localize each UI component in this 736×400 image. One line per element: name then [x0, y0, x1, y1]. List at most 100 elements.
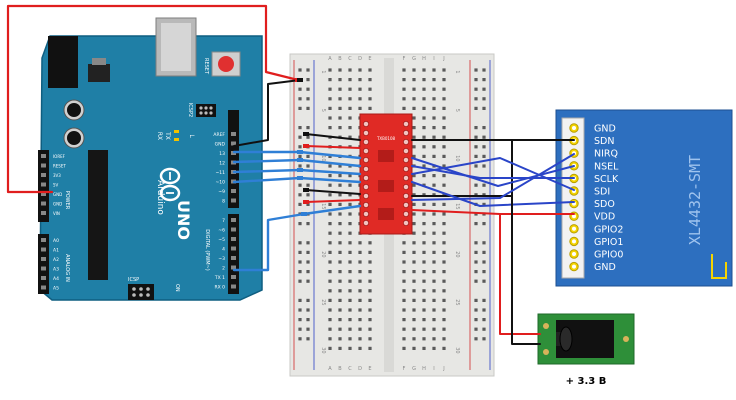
breadboard-hole	[422, 87, 426, 91]
breadboard-hole	[298, 154, 302, 158]
level-shifter-pin	[403, 139, 409, 145]
breadboard-hole	[348, 106, 352, 110]
rf-pin-label: GPIO0	[594, 250, 623, 261]
breadboard-hole	[422, 279, 426, 283]
breadboard-hole	[338, 68, 342, 72]
breadboard-hole	[482, 270, 486, 274]
breadboard-hole	[306, 250, 310, 254]
wires	[6, 4, 575, 345]
header-pin	[41, 192, 46, 196]
atmega-chip	[88, 150, 108, 280]
breadboard-hole	[306, 202, 310, 206]
breadboard-hole	[402, 250, 406, 254]
breadboard-hole	[422, 154, 426, 158]
breadboard-hole	[422, 193, 426, 197]
breadboard-hole	[348, 337, 352, 341]
header-pin	[231, 227, 236, 232]
breadboard-hole	[298, 250, 302, 254]
breadboard-hole	[482, 87, 486, 91]
breadboard-hole	[442, 68, 446, 72]
breadboard-hole	[368, 106, 372, 110]
breadboard-row-number: 30	[454, 347, 460, 353]
breadboard-hole	[432, 298, 436, 302]
breadboard-hole	[338, 87, 342, 91]
breadboard-hole	[348, 97, 352, 101]
breadboard-row-number: 5	[454, 109, 460, 112]
breadboard-hole	[358, 270, 362, 274]
breadboard-hole	[412, 145, 416, 149]
breadboard-hole	[328, 154, 332, 158]
breadboard-hole	[474, 270, 478, 274]
breadboard-hole	[442, 241, 446, 245]
wire-end-cap	[303, 188, 309, 192]
breadboard-hole	[442, 193, 446, 197]
breadboard-hole	[368, 308, 372, 312]
level-shifter-pin	[403, 148, 409, 154]
breadboard-hole	[306, 318, 310, 322]
breadboard-hole	[432, 308, 436, 312]
breadboard-hole	[432, 260, 436, 264]
breadboard-hole	[412, 202, 416, 206]
breadboard-hole	[328, 68, 332, 72]
rf-pin-label: GPIO2	[594, 224, 623, 235]
breadboard-hole	[422, 97, 426, 101]
breadboard-hole	[412, 346, 416, 350]
breadboard-hole	[412, 279, 416, 283]
breadboard-hole	[358, 87, 362, 91]
breadboard-hole	[328, 126, 332, 130]
digital-pin-label: ~9	[218, 189, 225, 195]
header-pin	[41, 238, 46, 242]
arduino-uno-board: RESET ICSP2 TX RX L Arduino	[38, 17, 263, 301]
breadboard-hole	[328, 202, 332, 206]
wire-end-cap	[297, 78, 303, 82]
breadboard-hole	[402, 298, 406, 302]
on-label: ON	[174, 284, 180, 292]
breadboard-hole	[482, 318, 486, 322]
breadboard-hole	[358, 250, 362, 254]
breadboard-letter: G	[412, 366, 416, 372]
breadboard-row-number: 15	[454, 203, 460, 209]
breadboard-hole	[306, 135, 310, 139]
breadboard-hole	[442, 126, 446, 130]
breadboard-hole	[422, 270, 426, 274]
analog-pin-label: A3	[53, 267, 59, 273]
breadboard-hole	[298, 68, 302, 72]
breadboard-hole	[442, 164, 446, 168]
breadboard-hole	[474, 145, 478, 149]
breadboard-hole	[348, 279, 352, 283]
header-pin	[231, 218, 236, 222]
breadboard-hole	[432, 250, 436, 254]
wire-jack-vdd-red	[499, 213, 541, 335]
rf-pin-hole	[572, 226, 576, 231]
breadboard-hole	[298, 270, 302, 274]
breadboard-hole	[442, 231, 446, 235]
breadboard-hole	[298, 308, 302, 312]
power-pin-label: GND	[53, 202, 62, 207]
digital-header-top	[228, 110, 239, 208]
breadboard-hole	[422, 241, 426, 245]
breadboard-hole	[338, 116, 342, 120]
breadboard-hole	[298, 87, 302, 91]
breadboard-hole	[412, 78, 416, 82]
icsp-header	[128, 284, 154, 300]
breadboard-hole	[422, 250, 426, 254]
breadboard-hole	[474, 212, 478, 216]
breadboard-hole	[338, 164, 342, 168]
wire-gnd-black	[233, 79, 301, 147]
breadboard-letter: G	[412, 56, 416, 62]
breadboard-hole	[432, 241, 436, 245]
l-label: L	[188, 134, 195, 138]
digital-pin-label: ~3	[218, 256, 225, 262]
breadboard-hole	[442, 106, 446, 110]
rf-module: XL4432-SMT GNDSDNNIRQNSELSCLKSDISDOVDDGP…	[555, 109, 733, 287]
breadboard-hole	[474, 126, 478, 130]
breadboard-hole	[432, 202, 436, 206]
breadboard-hole	[348, 289, 352, 293]
breadboard-hole	[338, 241, 342, 245]
breadboard-hole	[338, 183, 342, 187]
breadboard-hole	[474, 298, 478, 302]
icsp-label: ICSP	[128, 277, 139, 283]
breadboard-hole	[432, 154, 436, 158]
breadboard-hole	[422, 346, 426, 350]
